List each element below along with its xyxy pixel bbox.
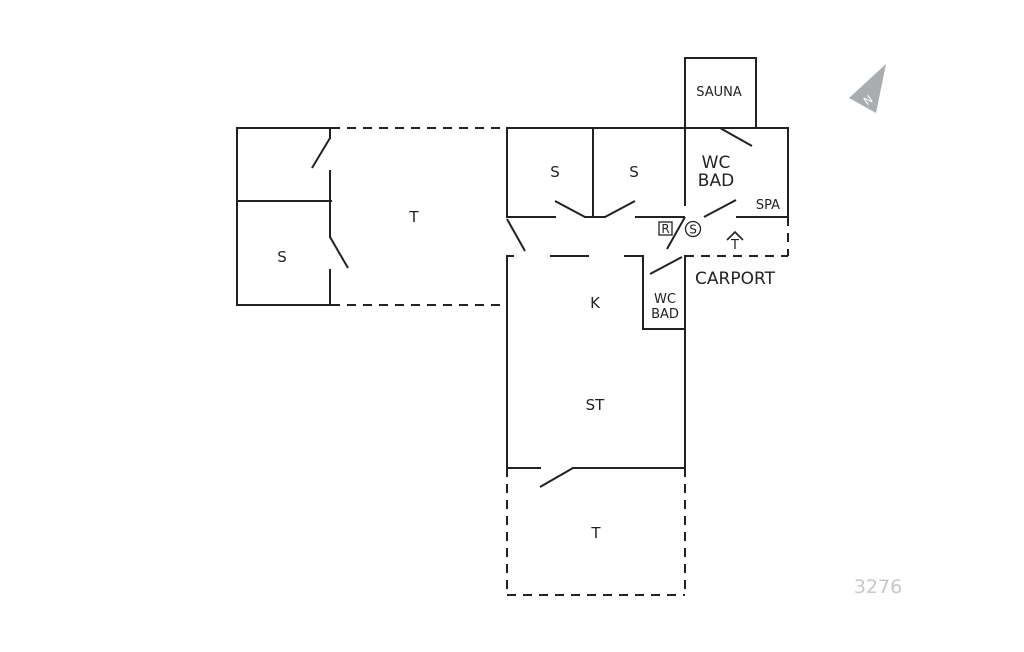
door-swing [506,218,526,252]
room-label-wc-small: WC [654,292,676,307]
sauna-walls [684,57,757,129]
room-label-bad-small: BAD [651,307,679,322]
r-box-icon [658,221,673,236]
s-symbol-label: S [689,223,697,237]
s-symbol: S [684,220,702,238]
door-swing [311,137,331,169]
r-symbol: R [658,221,673,236]
carport-outline [685,217,789,257]
plan-code: 3276 [854,576,902,598]
room-label-bedroom-2: S [629,163,639,181]
north-arrow-icon [849,64,886,113]
r-symbol-label: R [661,222,669,236]
west-wing-walls [236,127,332,306]
room-label-spa: SPA [756,198,780,213]
entrance-symbol: T [726,230,744,253]
room-label-carport: CARPORT [695,269,776,289]
door-swing [703,199,737,218]
door-swing [329,236,349,269]
entrance-label: T [730,238,739,253]
room-label-wc-north: WC [702,153,731,173]
main-doors [506,127,753,488]
west-terrace-outline [331,127,507,306]
room-label-sauna: SAUNA [696,85,742,100]
compass: N [849,64,886,113]
door-swing [554,200,586,218]
door-swing [539,467,574,488]
south-terrace-outline [506,468,686,596]
room-label-terrace-west: T [408,208,419,226]
main-walls [506,127,789,469]
entrance-arrow-icon [726,230,744,241]
room-label-living: ST [586,396,606,414]
door-swing [604,200,636,218]
west-wing-doors [311,137,349,269]
room-label-bedroom-1: S [550,163,560,181]
door-swing [666,216,686,250]
room-label-bad-north: BAD [698,171,734,191]
door-swing [719,127,753,147]
room-label-terrace-south: T [590,524,601,542]
s-circle-icon [684,220,702,238]
room-label-bedroom-west: S [277,248,287,266]
room-label-kitchen: K [590,294,601,312]
door-swing [649,256,683,275]
